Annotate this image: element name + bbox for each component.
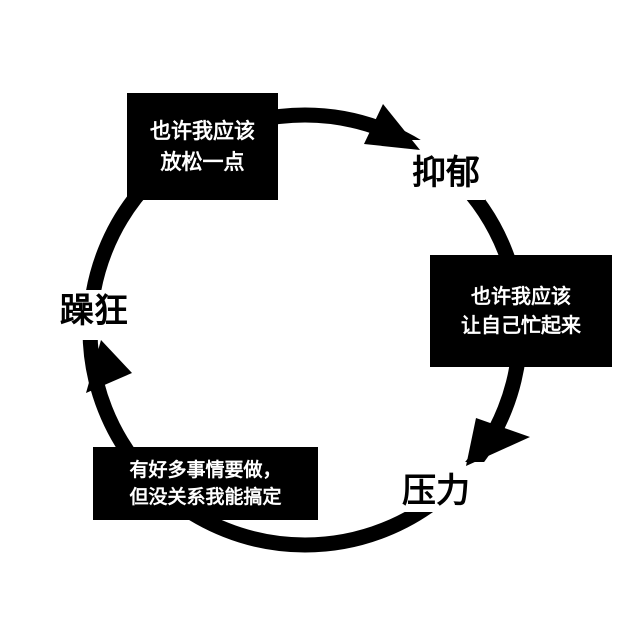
thought-line: 也许我应该	[150, 119, 255, 144]
arrowhead-to-mania	[86, 340, 132, 393]
thought-line: 有好多事情要做，	[129, 458, 282, 481]
state-stress: 压力	[400, 470, 472, 512]
arrowhead-to-stress	[466, 418, 530, 466]
thought-line: 放松一点	[160, 149, 245, 174]
thought-box-manage: 有好多事情要做， 但没关系我能搞定	[93, 447, 318, 520]
state-mania: 躁狂	[58, 290, 130, 332]
state-depression: 抑郁	[410, 152, 482, 194]
arrowhead-to-depression	[364, 104, 420, 150]
thought-line: 也许我应该	[471, 284, 571, 308]
thought-line: 让自己忙起来	[461, 313, 581, 337]
thought-box-busy: 也许我应该 让自己忙起来	[430, 255, 612, 367]
thought-line: 但没关系我能搞定	[129, 485, 282, 508]
thought-box-relax: 也许我应该 放松一点	[127, 93, 278, 200]
